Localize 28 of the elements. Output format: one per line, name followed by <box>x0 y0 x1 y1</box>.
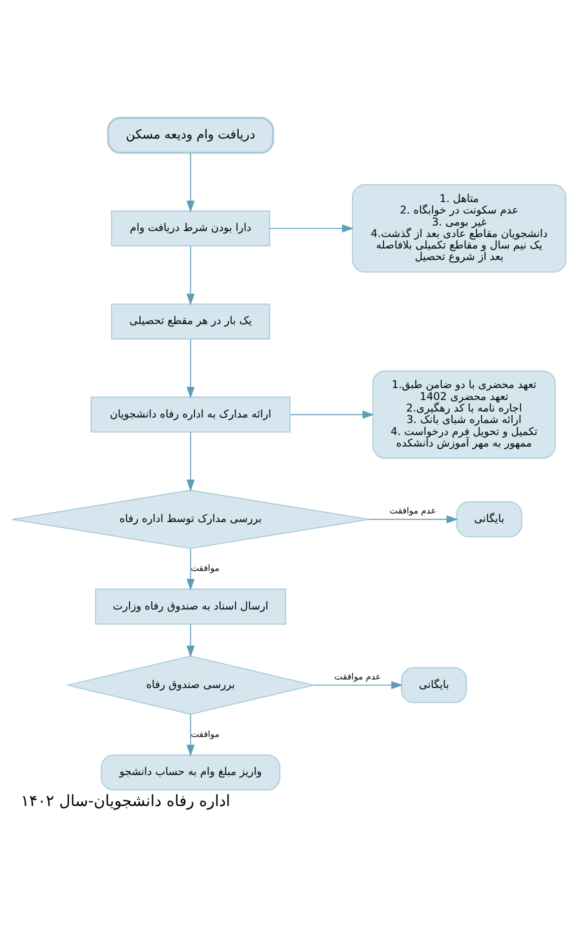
node-box: دارا بودن شرط دریافت وام <box>111 210 270 246</box>
arrow <box>269 224 354 232</box>
node-box: بایگانی <box>401 666 467 703</box>
node-box: 1.تعهد محضری با دو ضامن طبق تعهد محضری 1402 2.اجاره نامه با کد رهگیری 3. ارائه شماره شبای بانک 4. تکمیل و تحویل فرم درخواست ممهور به مهر آموزش دانشکده <box>372 370 556 458</box>
arrow <box>290 410 374 418</box>
arrow <box>186 714 195 756</box>
edge-label: موافقت <box>190 563 220 574</box>
arrow <box>314 680 403 689</box>
arrow <box>186 623 195 657</box>
node-box: بایگانی <box>456 500 522 537</box>
arrow <box>186 431 195 491</box>
node-diamond: بررسی صندوق رفاه <box>66 655 314 714</box>
caption: اداره رفاه دانشجویان-سال ۱۴۰۲ <box>20 792 230 810</box>
node-box: ارائه مدارک به اداره رفاه دانشجویان <box>90 396 290 432</box>
node-box: 1. متاهل 2. عدم سکونت در خوابگاه 3. غیر بومی 4.دانشجویان مقاطع عادی بعد از گذشت یک نیم سال و مقاطع تکمیلی بلافاصله بعد از شروع تحصیل <box>352 184 566 272</box>
arrow <box>186 548 195 590</box>
node-diamond: بررسی مدارک توسط اداره رفاه <box>12 489 370 548</box>
edge-label: عدم موافقت <box>390 506 436 516</box>
node-box: ارسال اسناد به صندوق رفاه وزارت <box>95 588 286 624</box>
arrow <box>186 338 195 398</box>
node-box: یک بار در هر مقطع تحصیلی <box>111 303 270 339</box>
arrow <box>186 152 195 212</box>
arrow <box>368 514 458 523</box>
node-box: دریافت وام ودیعه مسکن <box>107 116 274 154</box>
edge-label: عدم موافقت <box>334 672 381 682</box>
edge-label: موافقت <box>190 729 220 740</box>
arrow <box>186 245 195 305</box>
node-box: واریز مبلغ وام به حساب دانشجو <box>100 754 280 790</box>
